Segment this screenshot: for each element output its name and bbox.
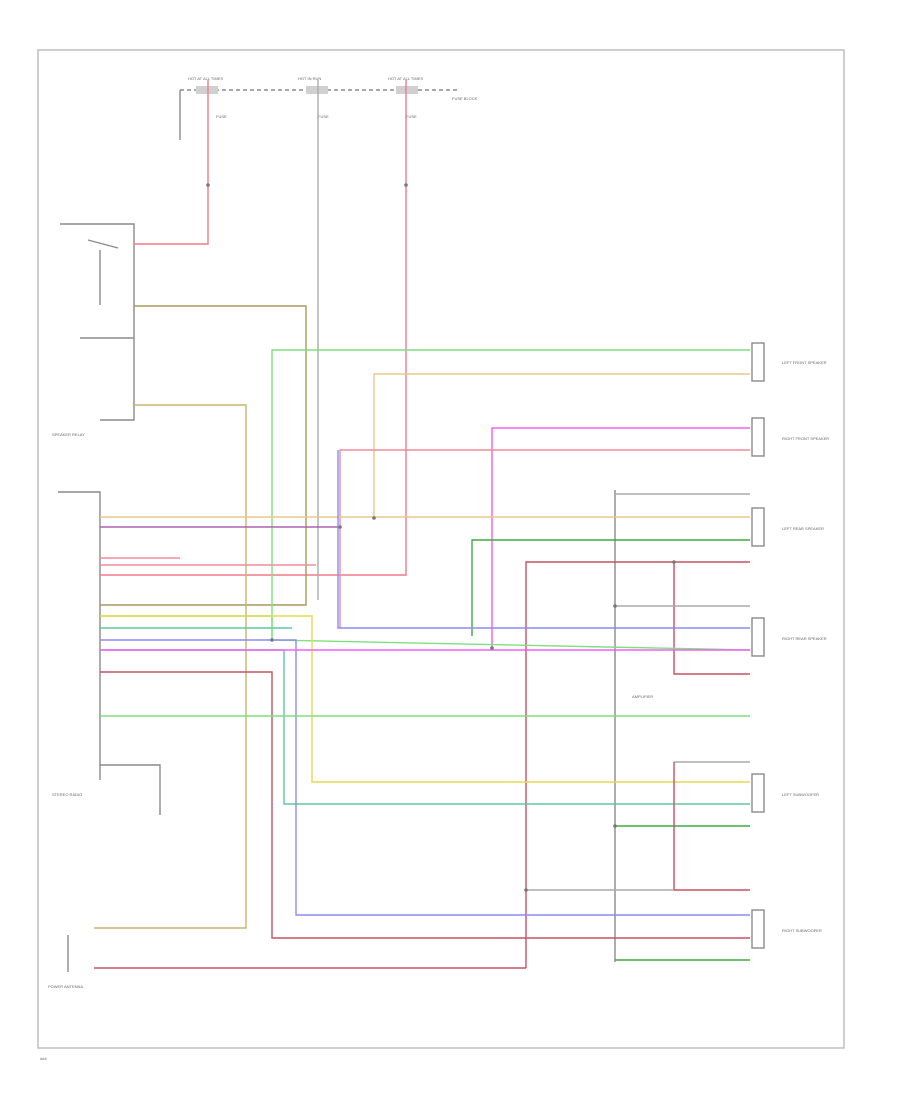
fuse-3 (396, 86, 418, 94)
right-front-speaker-label: RIGHT FRONT SPEAKER (782, 436, 829, 441)
splice-point-6 (613, 604, 617, 608)
wire-dark-green-11 (471, 539, 750, 636)
speaker-relay: SPEAKER RELAY (52, 223, 135, 437)
power-antenna: POWER ANTENNA (48, 935, 83, 989)
power-antenna-label: POWER ANTENNA (48, 984, 83, 989)
wire-dark-red-12 (525, 561, 750, 968)
wire-green-17 (100, 615, 751, 651)
speaker-relay-label: SPEAKER RELAY (52, 432, 85, 437)
splice-point-4 (270, 638, 274, 642)
footer-code: ### (40, 1056, 47, 1061)
wire-dark-red-23 (100, 671, 750, 939)
wire-pink-8 (339, 449, 750, 628)
wire-orange-tan-6 (373, 373, 750, 518)
wire-red-0 (134, 80, 209, 245)
splice-point-3 (372, 516, 376, 520)
stereo-radio-label: STEREO RADIO (52, 792, 82, 797)
splice-point-8 (672, 560, 676, 564)
fuse-2 (306, 86, 328, 94)
left-front-speaker-label: LEFT FRONT SPEAKER (782, 360, 827, 365)
fuse-3-label: HOT AT ALL TIMES (388, 76, 423, 81)
wire-blue-14 (337, 450, 750, 629)
wire-brown-yellow-4 (94, 404, 247, 929)
left-subwoofer-label: LEFT SUBWOOFER (782, 792, 819, 797)
fuse-1-id: FUSE (216, 114, 227, 119)
wire-teal-20 (100, 649, 750, 805)
wire-dark-red-13 (673, 562, 750, 675)
left-front-speaker-icon (751, 342, 765, 382)
splice-point-7 (613, 824, 617, 828)
wire-red-1 (100, 80, 407, 576)
right-rear-speaker-icon (751, 617, 765, 657)
wire-tan-3 (100, 305, 307, 606)
left-rear-speaker-icon (751, 507, 765, 547)
splice-point-9 (524, 888, 528, 892)
left-rear-speaker-label: LEFT REAR SPEAKER (782, 526, 824, 531)
fuse-block: HOT AT ALL TIMES HOT IN RUN HOT AT ALL T… (179, 76, 478, 140)
wire-magenta-7 (491, 427, 750, 648)
right-subwoofer-icon (751, 909, 765, 949)
fuse-2-label: HOT IN RUN (298, 76, 321, 81)
wire-group (94, 80, 751, 969)
left-subwoofer-icon (751, 773, 765, 813)
right-subwoofer-label: RIGHT SUBWOOFER (782, 928, 822, 933)
right-rear-speaker-label: RIGHT REAR SPEAKER (782, 636, 827, 641)
speaker-group: LEFT FRONT SPEAKER RIGHT FRONT SPEAKER L… (751, 342, 829, 949)
amplifier: AMPLIFIER (614, 490, 653, 962)
right-front-speaker-icon (751, 417, 765, 457)
fuse-1 (196, 86, 218, 94)
splice-point-0 (206, 183, 210, 187)
fuse-2-id: FUSE (318, 114, 329, 119)
amplifier-label: AMPLIFIER (632, 694, 653, 699)
wire-yellow-19 (100, 615, 750, 783)
wire-green-5 (271, 349, 750, 640)
wire-blue-21 (100, 639, 750, 916)
fuse-box-label: FUSE BLOCK (452, 96, 478, 101)
splice-point-2 (338, 525, 342, 529)
fuse-1-label: HOT AT ALL TIMES (188, 76, 223, 81)
diagram-frame (37, 49, 845, 1049)
splice-point-1 (404, 183, 408, 187)
stereo-radio: STEREO RADIO (52, 491, 161, 815)
splice-point-5 (490, 646, 494, 650)
fuse-3-id: FUSE (406, 114, 417, 119)
